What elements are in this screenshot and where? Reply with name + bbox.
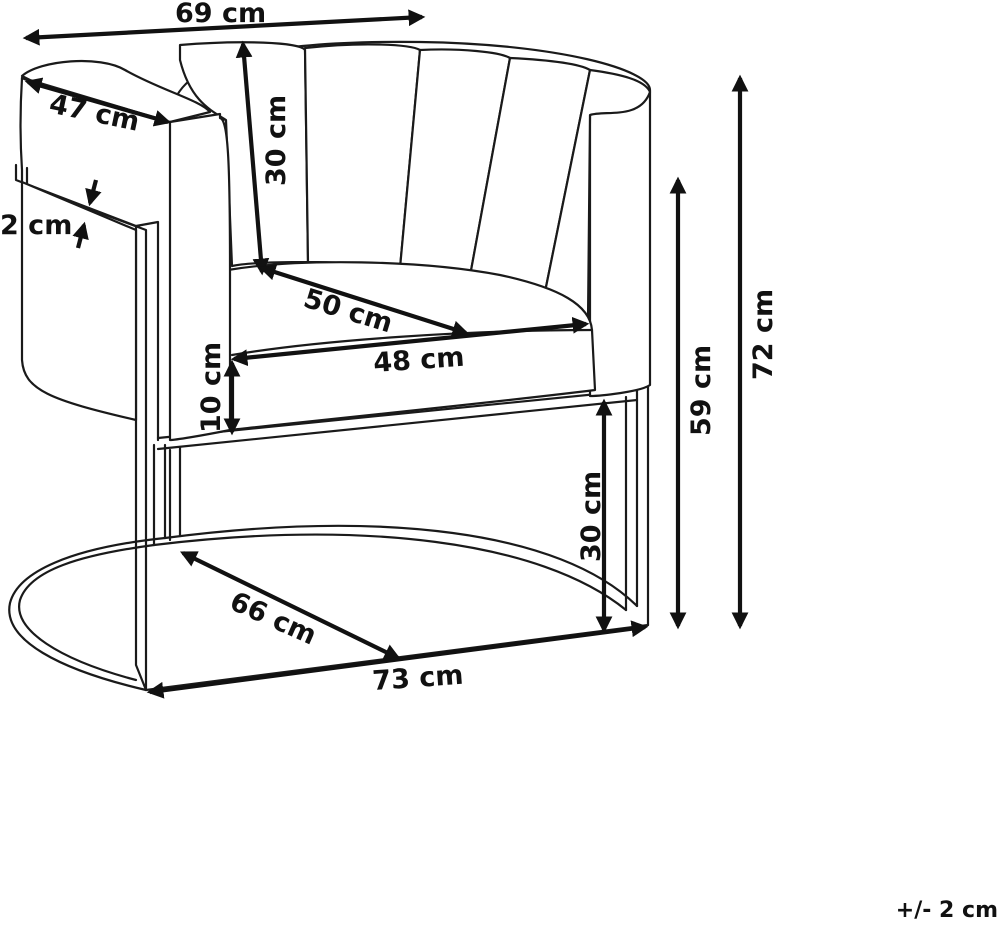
label-seat-to-floor: 30 cm bbox=[576, 471, 607, 562]
label-total-height: 72 cm bbox=[748, 289, 779, 380]
width-69-arrow bbox=[22, 9, 426, 46]
label-base-width: 73 cm bbox=[371, 660, 464, 697]
frame-2-bottom-arrow bbox=[72, 221, 89, 249]
label-frame-thickness: 2 cm bbox=[0, 210, 72, 241]
base-width-73-arrow bbox=[146, 620, 649, 699]
label-seat-width: 48 cm bbox=[372, 342, 465, 379]
backrest-shell bbox=[168, 40, 652, 398]
seat-width-48-arrow bbox=[230, 316, 590, 367]
label-overall-width: 69 cm bbox=[175, 0, 266, 29]
frame-2-top-arrow bbox=[85, 179, 102, 207]
tolerance-note: +/- 2 cm bbox=[895, 898, 998, 923]
armrest-47-arrow bbox=[24, 77, 172, 127]
label-cushion-height: 10 cm bbox=[196, 342, 227, 433]
dimension-lines bbox=[22, 9, 749, 699]
label-backrest-height: 30 cm bbox=[261, 95, 292, 186]
label-seat-height: 59 cm bbox=[686, 345, 717, 436]
backrest-30-arrow bbox=[235, 40, 270, 276]
